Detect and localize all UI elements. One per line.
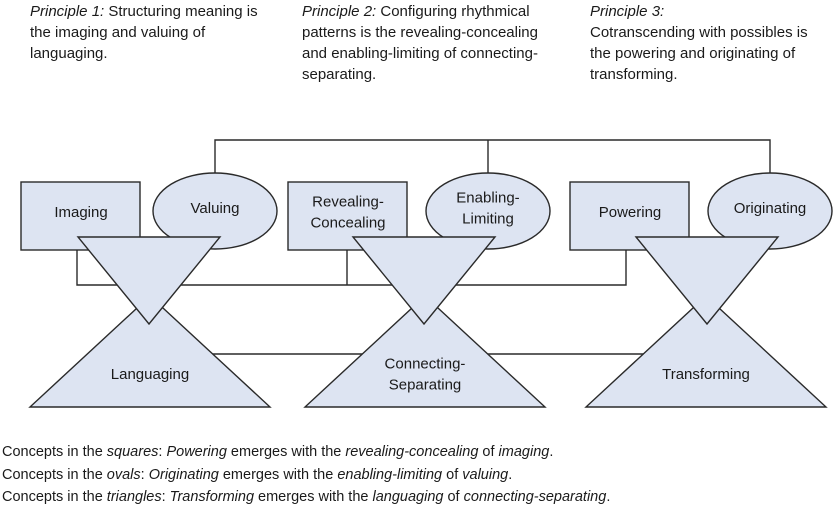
triangle-upright [584, 295, 828, 408]
note-text: : [140, 466, 149, 483]
note-subject: Powering [166, 444, 227, 460]
note-term: languaging [372, 489, 444, 505]
principle-2: Principle 2: Configuring rhythmical patt… [302, 1, 552, 85]
square-label: Revealing-Concealing [310, 194, 385, 232]
note-term: imaging [498, 444, 550, 460]
note-text: Concepts in the [2, 489, 107, 505]
note-text: . [549, 444, 554, 460]
oval-connector [214, 139, 771, 173]
triangle-label: Languaging [111, 366, 189, 383]
oval-label: Originating [734, 200, 807, 217]
note-term: revealing-concealing [345, 444, 479, 460]
square-label: Imaging [54, 204, 107, 221]
note-subject: Transforming [169, 489, 255, 505]
oval [152, 172, 278, 250]
note-text: Concepts in the [2, 444, 107, 460]
oval-label: Valuing [191, 200, 240, 217]
note-term: enabling-limiting [337, 466, 443, 483]
note-text: emerges with the [226, 444, 346, 460]
note-text: . [508, 466, 513, 483]
principle-1-text: Structuring meaning is the imaging and v… [30, 3, 258, 62]
note-text: of [443, 489, 464, 505]
principle-2-text: Configuring rhythmical patterns is the r… [302, 3, 538, 83]
note-text: . [606, 489, 611, 505]
note-shape: triangles [106, 489, 162, 505]
notes: Concepts in the squares: Powering emerge… [2, 441, 610, 509]
note-squares: Concepts in the squares: Powering emerge… [2, 441, 610, 464]
square-connector [76, 250, 627, 286]
note-text: : [158, 444, 167, 460]
note-shape: squares [106, 444, 159, 460]
triangle-inverted [351, 236, 497, 326]
note-term: connecting-separating [463, 489, 607, 505]
note-text: emerges with the [254, 489, 373, 505]
note-term: valuing [462, 466, 509, 483]
oval [707, 172, 833, 250]
note-text: of [442, 466, 463, 483]
triangle-inverted [76, 236, 222, 326]
note-text: emerges with the [218, 466, 338, 483]
concept-group-2: Revealing-Concealing Enabling-LimitingCon… [287, 172, 551, 408]
triangle-upright [28, 295, 272, 408]
principle-2-name: Principle 2: [302, 3, 377, 20]
note-ovals: Concepts in the ovals: Originating emerg… [2, 464, 610, 487]
note-text: : [161, 489, 170, 505]
principle-1: Principle 1: Structuring meaning is the … [30, 1, 280, 64]
oval-label: Enabling-Limiting [456, 190, 519, 228]
note-triangles: Concepts in the triangles: Transforming … [2, 486, 610, 509]
triangle-label: Connecting-Separating [385, 356, 466, 394]
note-text: of [478, 444, 499, 460]
oval [425, 172, 551, 250]
principle-3: Principle 3: Cotranscending with possibl… [590, 1, 820, 85]
note-subject: Originating [148, 466, 219, 483]
principle-3-text: Cotranscending with possibles is the pow… [590, 24, 808, 83]
square-label: Powering [599, 204, 662, 221]
triangle-upright [303, 295, 547, 408]
triangle-inverted [634, 236, 780, 326]
note-text: Concepts in the [2, 466, 107, 483]
triangle-label: Transforming [662, 366, 750, 383]
note-shape: ovals [106, 466, 141, 483]
principle-3-name: Principle 3: [590, 3, 665, 20]
principle-1-name: Principle 1: [30, 3, 105, 20]
